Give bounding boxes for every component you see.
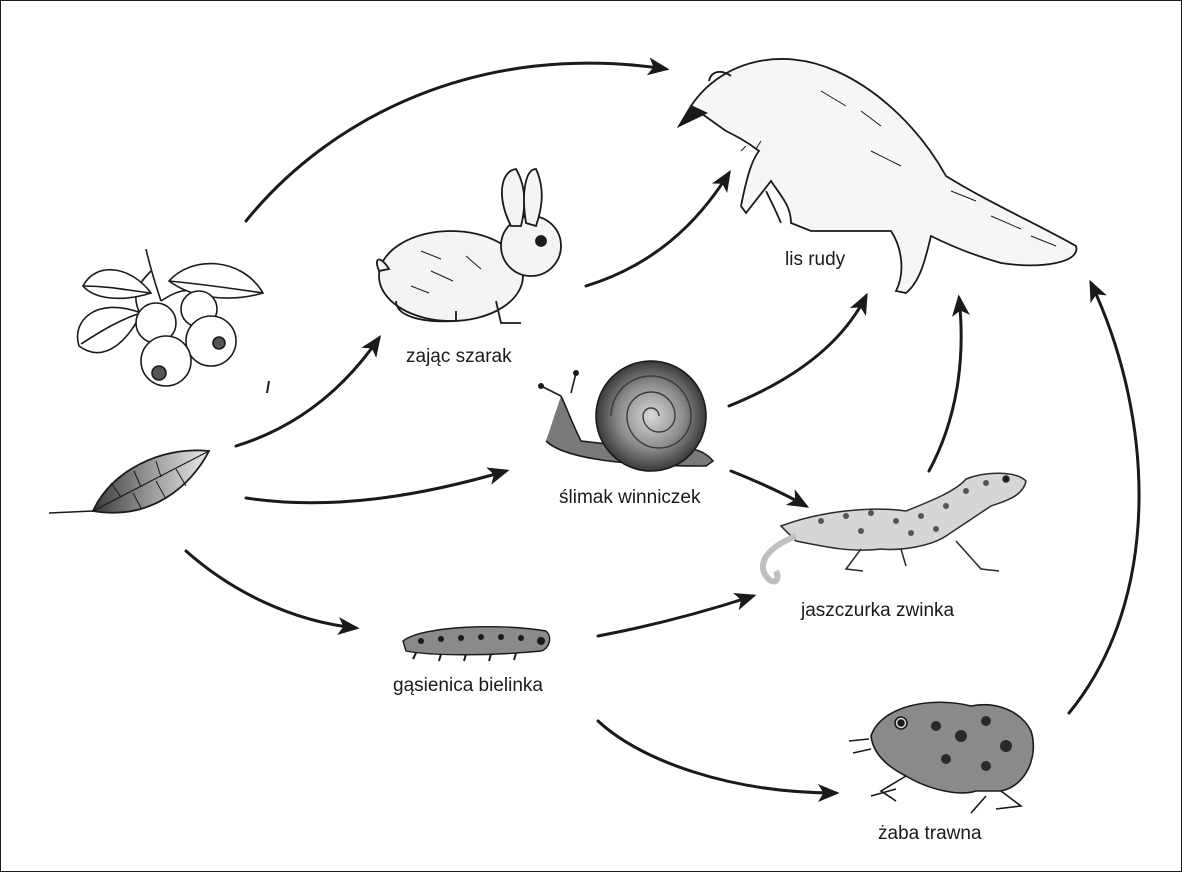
arrow-snail-to-lizard <box>731 471 806 506</box>
label-snail: ślimak winniczek <box>559 487 700 509</box>
label-lizard: jaszczurka zwinka <box>801 600 954 622</box>
arrow-caterpillar-to-lizard <box>598 596 753 636</box>
leaf-icon <box>49 450 209 513</box>
snail-icon <box>538 361 713 471</box>
label-fox: lis rudy <box>785 249 845 271</box>
hare-icon <box>377 169 561 323</box>
stray-mark <box>267 381 269 393</box>
arrow-snail-to-fox <box>729 296 866 406</box>
arrow-frog-to-fox <box>1069 283 1139 713</box>
arrow-leaf-to-caterpillar <box>186 551 356 628</box>
arrow-caterpillar-to-frog <box>598 721 836 793</box>
fox-icon <box>679 59 1076 293</box>
arrow-berries-to-fox <box>246 63 666 221</box>
caterpillar-icon <box>403 627 550 661</box>
frog-icon <box>849 702 1033 813</box>
arrow-leaf-to-snail <box>246 471 506 503</box>
arrow-hare-to-fox <box>586 173 729 286</box>
lizard-icon <box>763 473 1026 581</box>
label-frog: żaba trawna <box>878 823 982 845</box>
arrow-leaf-to-hare <box>236 338 379 446</box>
label-caterpillar: gąsienica bielinka <box>393 675 543 697</box>
blueberries-icon <box>78 249 263 386</box>
label-hare: zając szarak <box>406 346 512 368</box>
arrow-lizard-to-fox <box>929 298 961 471</box>
